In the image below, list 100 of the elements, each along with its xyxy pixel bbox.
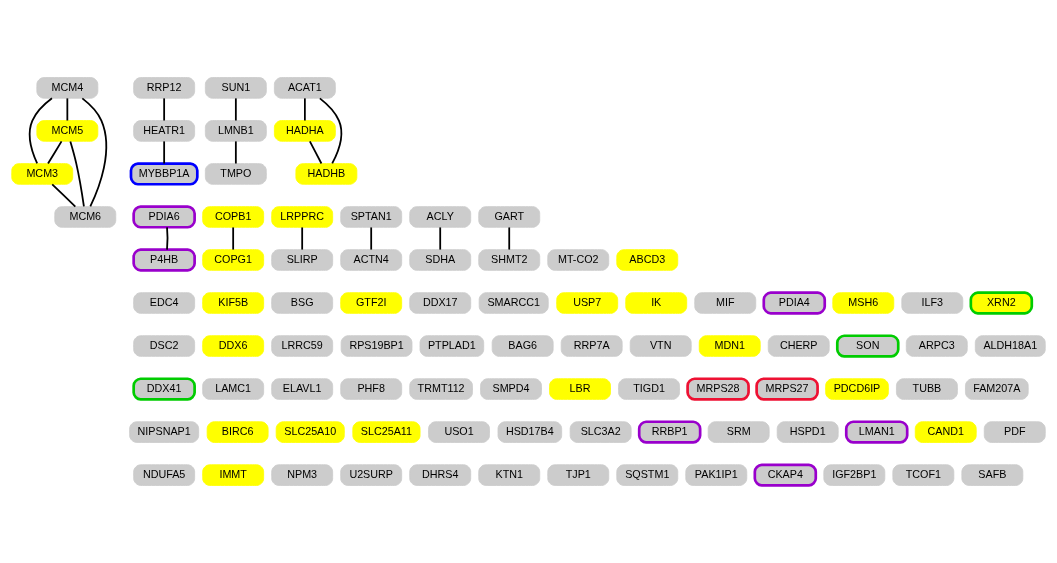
node-box: MCM6 <box>54 206 117 228</box>
node-box: SRM <box>707 421 770 443</box>
connector <box>51 183 77 208</box>
node-box: ARPC3 <box>905 335 968 357</box>
node-box: LRRC59 <box>271 335 334 357</box>
node-box: NIPSNAP1 <box>129 421 200 443</box>
node-box: PAK1IP1 <box>685 464 748 486</box>
node-box: MDN1 <box>698 335 761 357</box>
node-box: HADHA <box>273 120 336 142</box>
connector <box>234 140 237 165</box>
node-box: LMNB1 <box>204 120 267 142</box>
connector <box>47 140 63 165</box>
node-box: MCM5 <box>36 120 99 142</box>
node-box: SLC25A10 <box>275 421 345 443</box>
node-box: PDIA4 <box>762 291 827 315</box>
node-box: SDHA <box>409 249 472 271</box>
node-box: ALDH18A1 <box>974 335 1046 357</box>
connector <box>232 226 235 251</box>
node-box: NDUFA5 <box>133 464 196 486</box>
node-box: KIF5B <box>202 292 265 314</box>
node-box: LAMC1 <box>202 378 265 400</box>
connector <box>163 97 166 122</box>
connector <box>318 97 343 165</box>
node-box: SLC25A11 <box>352 421 421 443</box>
node-box: IMMT <box>202 464 265 486</box>
node-box: ELAVL1 <box>271 378 334 400</box>
node-box: SPTAN1 <box>340 206 403 228</box>
node-box: P4HB <box>132 248 196 272</box>
node-box: TMPO <box>204 163 267 185</box>
connector <box>308 140 323 165</box>
connector <box>508 226 511 251</box>
node-box: USP7 <box>556 292 619 314</box>
node-box: ILF3 <box>901 292 964 314</box>
node-box: MRPS27 <box>755 377 819 401</box>
node-box: RPS19BP1 <box>340 335 413 357</box>
node-box: HSD17B4 <box>497 421 563 443</box>
node-box: SHMT2 <box>478 249 541 271</box>
connector <box>301 226 304 251</box>
node-box: GTF2I <box>340 292 403 314</box>
connector <box>234 97 237 122</box>
node-box: MT-CO2 <box>547 249 610 271</box>
node-box: SON <box>835 334 900 358</box>
node-box: RRP7A <box>560 335 623 357</box>
node-box: SLC3A2 <box>569 421 632 443</box>
node-box: BAG6 <box>491 335 554 357</box>
node-box: PDIA6 <box>132 205 196 229</box>
node-box: EDC4 <box>133 292 196 314</box>
node-box: ACTN4 <box>340 249 403 271</box>
node-box: HSPD1 <box>776 421 839 443</box>
node-box: XRN2 <box>969 291 1034 315</box>
node-box: RRP12 <box>133 77 196 99</box>
node-box: NPM3 <box>271 464 334 486</box>
node-box: TIGD1 <box>618 378 680 400</box>
node-box: U2SURP <box>340 464 403 486</box>
node-box: DDX6 <box>202 335 265 357</box>
node-box: TUBB <box>896 378 958 400</box>
node-box: TJP1 <box>547 464 610 486</box>
connector <box>370 226 373 251</box>
node-box: SAFB <box>961 464 1024 486</box>
node-box: CHERP <box>767 335 830 357</box>
node-box: IGF2BP1 <box>823 464 886 486</box>
node-box: COPB1 <box>202 206 265 228</box>
node-box: RRBP1 <box>637 420 702 444</box>
node-box: DHRS4 <box>409 464 472 486</box>
node-box: TCOF1 <box>892 464 955 486</box>
connector <box>163 140 166 165</box>
connector <box>81 97 108 208</box>
node-box: MIF <box>694 292 757 314</box>
node-box: DDX41 <box>132 377 196 401</box>
node-box: MRPS28 <box>686 377 750 401</box>
node-box: LRPPRC <box>271 206 334 228</box>
node-box: DSC2 <box>133 335 196 357</box>
node-box: SQSTM1 <box>616 464 679 486</box>
node-box: VTN <box>629 335 692 357</box>
node-box: BIRC6 <box>206 421 269 443</box>
node-box: ACAT1 <box>273 77 336 99</box>
node-box: HEATR1 <box>133 120 196 142</box>
node-box: KTN1 <box>478 464 541 486</box>
node-box: MCM4 <box>36 77 99 99</box>
node-box: CAND1 <box>914 421 977 443</box>
connector <box>439 226 442 251</box>
node-box: ABCD3 <box>616 249 679 271</box>
node-box: CKAP4 <box>753 463 818 487</box>
node-box: SMPD4 <box>480 378 542 400</box>
node-box: IK <box>625 292 688 314</box>
node-box: MSH6 <box>832 292 895 314</box>
node-box: BSG <box>271 292 334 314</box>
node-box: GART <box>478 206 541 228</box>
node-box: TRMT112 <box>409 378 473 400</box>
node-box: PDF <box>983 421 1046 443</box>
node-box: SUN1 <box>204 77 267 99</box>
node-box: SMARCC1 <box>478 292 549 314</box>
node-box: FAM207A <box>965 378 1029 400</box>
node-box: ACLY <box>409 206 472 228</box>
node-box: PDCD6IP <box>825 378 889 400</box>
connector <box>69 140 85 208</box>
node-box: USO1 <box>428 421 490 443</box>
node-box: HADHB <box>295 163 358 185</box>
node-box: DDX17 <box>409 292 472 314</box>
connector <box>28 97 53 165</box>
